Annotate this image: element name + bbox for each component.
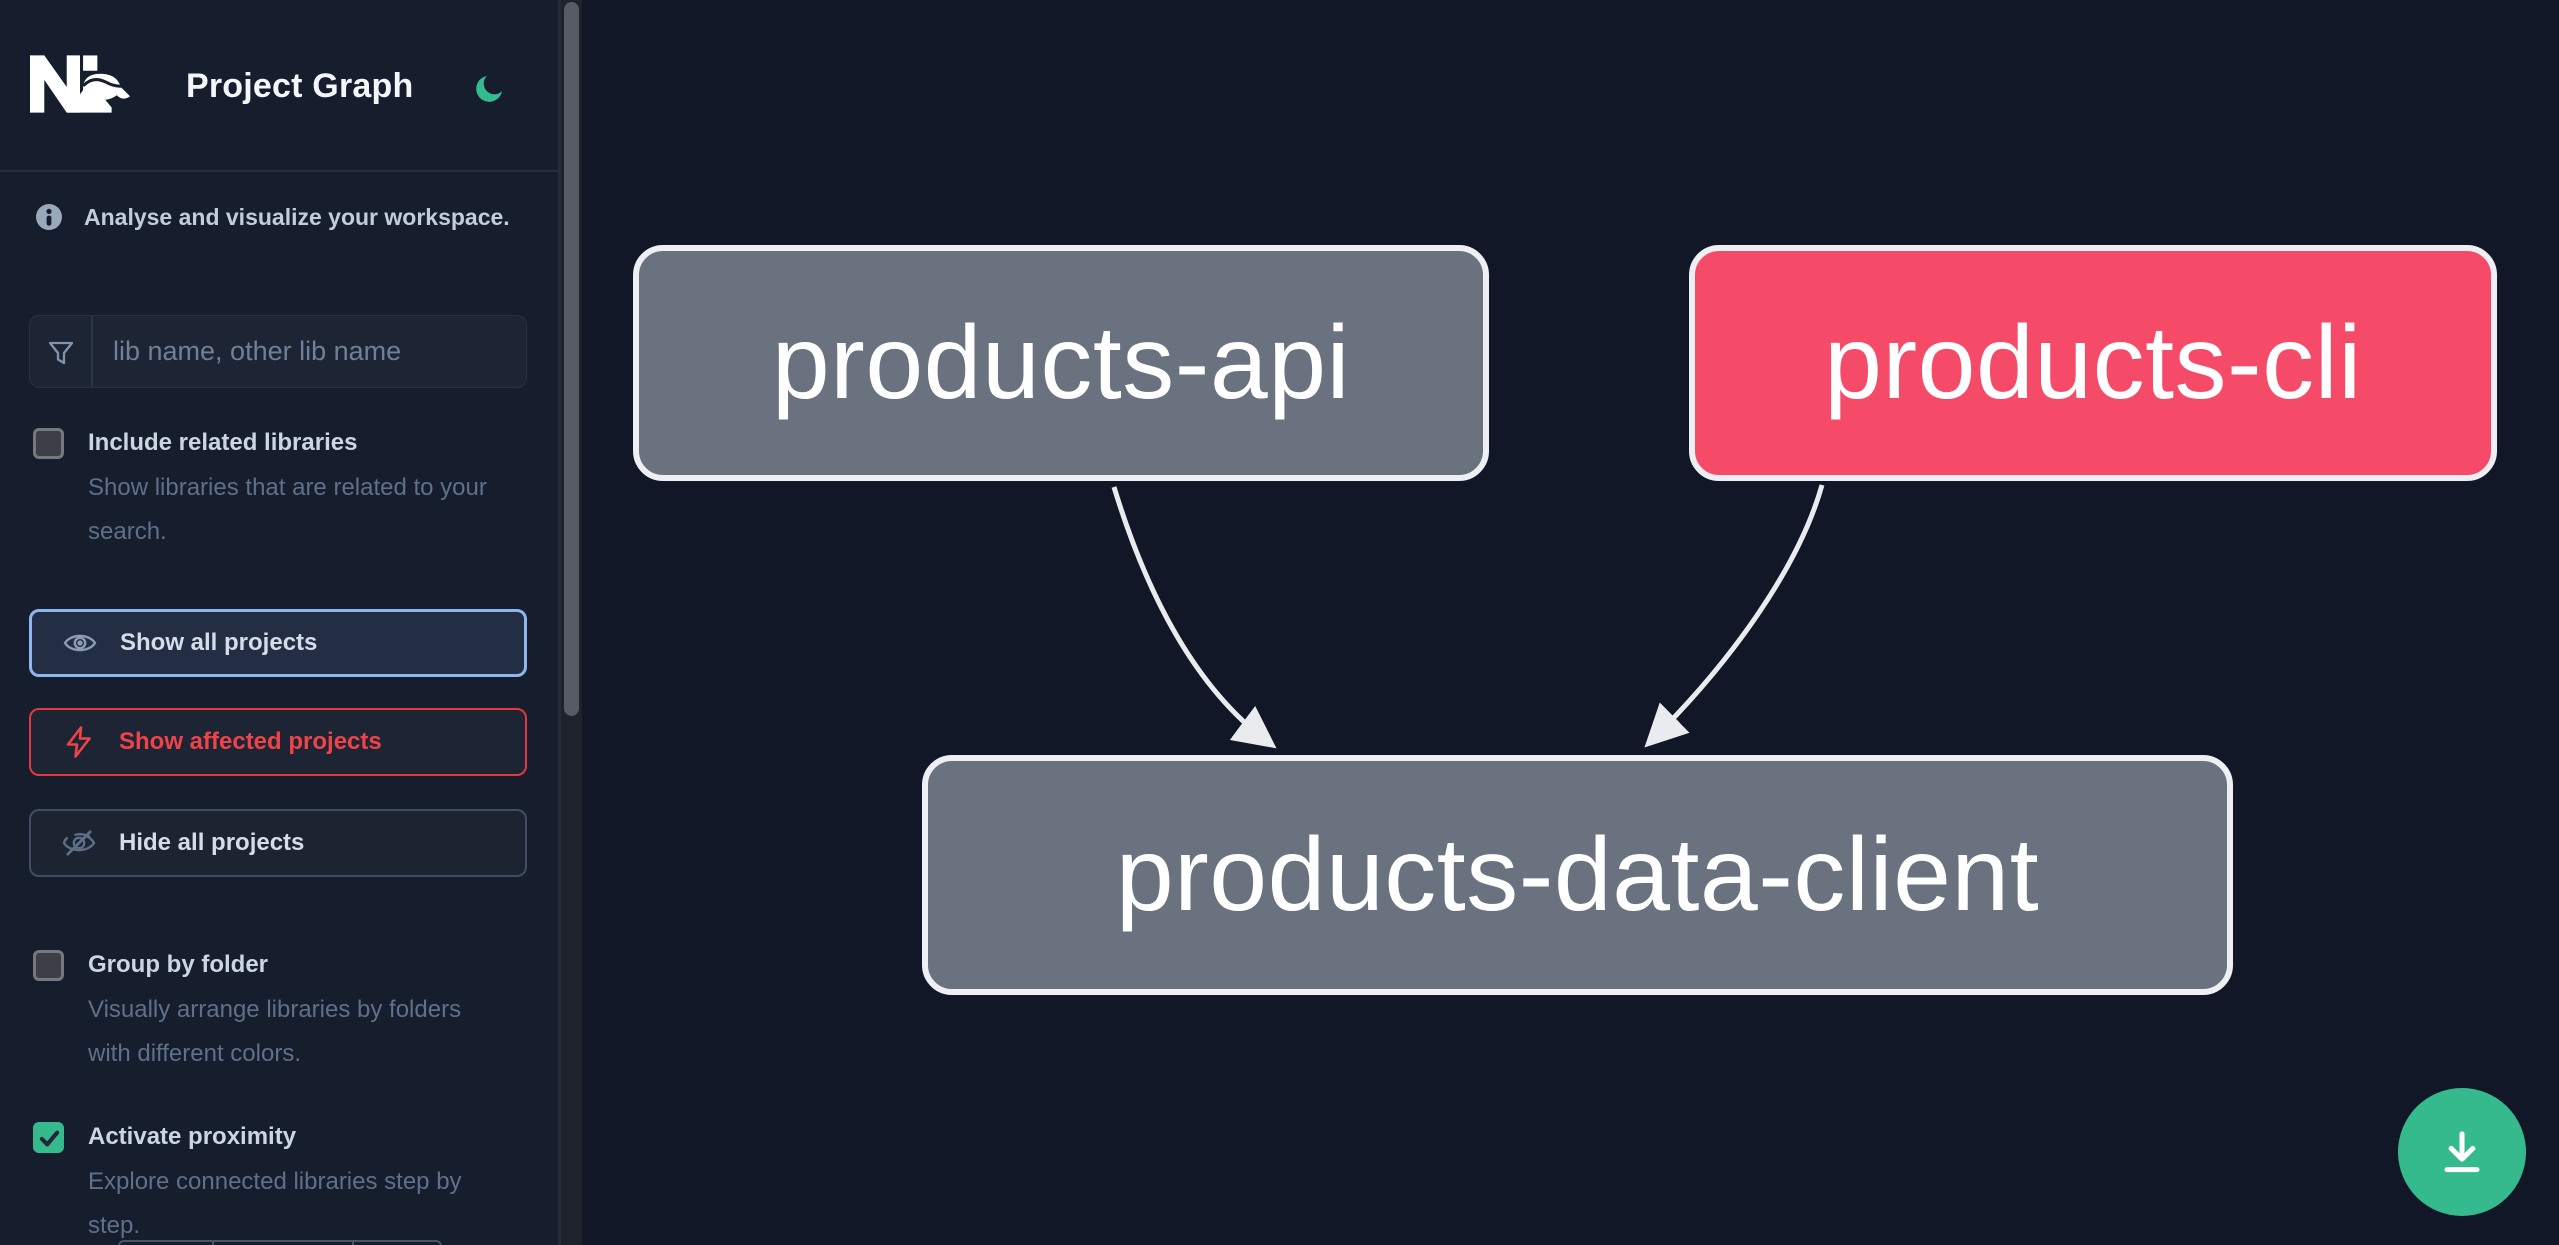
proximity-stepper-partial[interactable] [118, 1240, 442, 1245]
toggle-include-related-libraries: Include related libraries Show libraries… [33, 426, 513, 554]
nx-logo [30, 55, 130, 113]
node-label: products-data-client [1115, 816, 2040, 933]
graph-canvas[interactable] [582, 0, 2559, 1245]
theme-toggle-button[interactable] [468, 66, 512, 110]
page-title: Project Graph [186, 66, 414, 105]
toggle-label: Activate proximity [88, 1123, 297, 1150]
node-products-api[interactable]: products-api [633, 245, 1489, 481]
button-label: Hide all projects [119, 829, 305, 856]
button-label: Show affected projects [119, 728, 382, 755]
download-image-button[interactable] [2398, 1088, 2526, 1216]
toggle-description: Visually arrange libraries by folders wi… [88, 996, 462, 1067]
toggle-label: Group by folder [88, 951, 268, 978]
download-icon [2444, 1131, 2480, 1173]
search-box [29, 315, 527, 388]
node-label: products-api [771, 304, 1351, 421]
toggle-label: Include related libraries [88, 429, 358, 456]
tagline-row: Analyse and visualize your workspace. [35, 203, 510, 231]
checkbox-checked[interactable] [33, 1122, 64, 1153]
moon-icon [476, 75, 503, 102]
toggle-activate-proximity: Activate proximity Explore connected lib… [33, 1120, 513, 1245]
sidebar-scrollbar-thumb[interactable] [564, 2, 579, 716]
checkbox-unchecked[interactable] [33, 950, 64, 981]
node-products-cli[interactable]: products-cli [1689, 245, 2497, 481]
info-icon [36, 204, 62, 230]
check-icon [39, 1130, 60, 1147]
hide-all-projects-button[interactable]: Hide all projects [29, 809, 527, 877]
node-products-data-client[interactable]: products-data-client [922, 755, 2233, 995]
sidebar-header: Project Graph [0, 0, 558, 172]
node-label: products-cli [1824, 304, 2362, 421]
button-label: Show all projects [120, 629, 318, 656]
toggle-description: Explore connected libraries step by step… [88, 1168, 462, 1239]
sidebar-divider [558, 0, 561, 1245]
show-all-projects-button[interactable]: Show all projects [29, 609, 527, 677]
search-input[interactable] [93, 316, 526, 387]
checkbox-unchecked[interactable] [33, 428, 64, 459]
bolt-icon [66, 726, 91, 758]
filter-funnel-icon [30, 316, 93, 387]
sidebar: Project Graph Analyse and visualize your… [0, 0, 558, 1245]
toggle-description: Show libraries that are related to your … [88, 474, 487, 545]
toggle-group-by-folder: Group by folder Visually arrange librari… [33, 948, 513, 1076]
tagline-text: Analyse and visualize your workspace. [84, 203, 510, 230]
eye-off-icon [62, 830, 96, 856]
show-affected-projects-button[interactable]: Show affected projects [29, 708, 527, 776]
eye-icon [63, 634, 97, 652]
